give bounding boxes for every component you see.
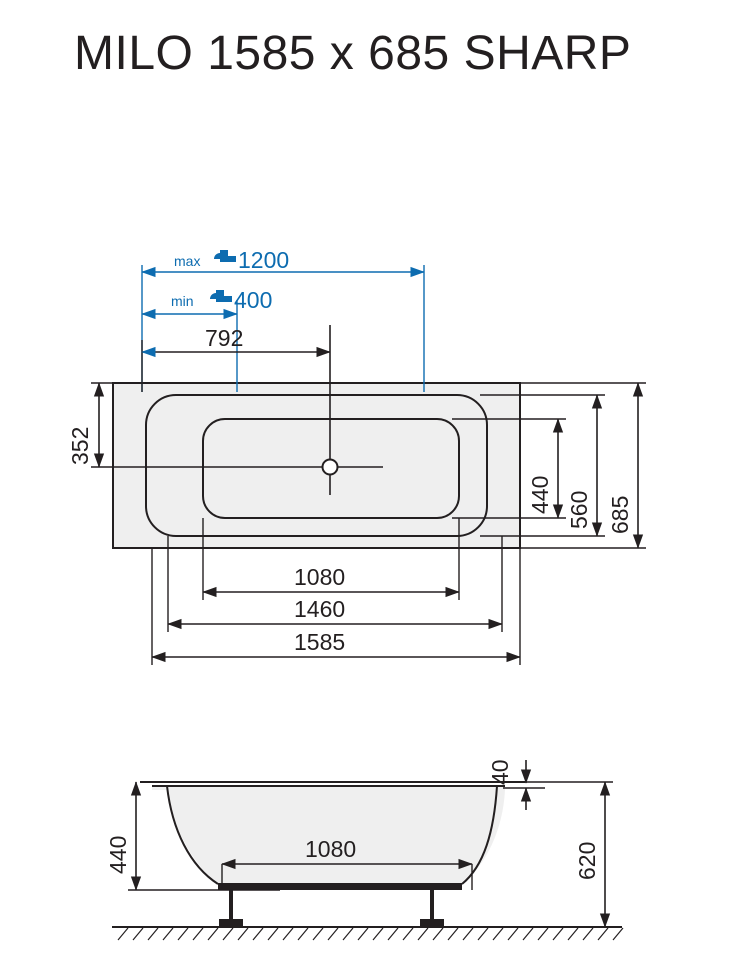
tub-section-fill xyxy=(152,786,505,884)
plan-view-group: max 1200 min 400 792 352 440 xyxy=(67,247,646,665)
leg-left-foot xyxy=(219,919,243,926)
leg-left-post xyxy=(229,890,233,922)
dim-label-tap-min-prefix: min xyxy=(171,293,194,309)
waste-outlet-icon xyxy=(321,458,339,476)
leg-right-post xyxy=(430,890,434,922)
tub-right-wall-curve xyxy=(461,785,498,885)
tub-outer-rim-outline xyxy=(112,382,521,549)
dim-label-overall-length: 1585 xyxy=(294,629,345,655)
dim-label-tap-max: 1200 xyxy=(238,247,289,273)
dim-label-mid-length: 1460 xyxy=(294,596,345,622)
dim-label-overall-width: 685 xyxy=(607,496,633,534)
dim-label-inner-width: 440 xyxy=(527,476,553,514)
faucet-icon-max xyxy=(214,250,236,262)
dim-label-rim-thickness: 40 xyxy=(487,759,513,785)
dim-label-inner-length: 1080 xyxy=(294,564,345,590)
tub-left-wall-curve xyxy=(166,785,219,885)
dim-label-tap-min: 400 xyxy=(234,287,272,313)
dim-label-mid-width: 560 xyxy=(566,491,592,529)
dim-label-tap-max-prefix: max xyxy=(174,253,200,269)
dim-label-waste-offset: 792 xyxy=(205,325,243,351)
tub-support-frame xyxy=(218,884,462,890)
section-view-group: 440 1080 40 620 xyxy=(105,759,624,941)
dim-label-bath-depth: 440 xyxy=(105,836,131,874)
page-title: MILO 1585 x 685 SHARP xyxy=(74,27,632,80)
dim-label-base-length: 1080 xyxy=(305,836,356,862)
dim-label-total-height: 620 xyxy=(574,842,600,880)
faucet-icon-min xyxy=(210,290,232,302)
dim-label-waste-from-edge: 352 xyxy=(67,427,93,465)
leg-right-foot xyxy=(420,919,444,926)
ground-hatching xyxy=(117,927,624,941)
